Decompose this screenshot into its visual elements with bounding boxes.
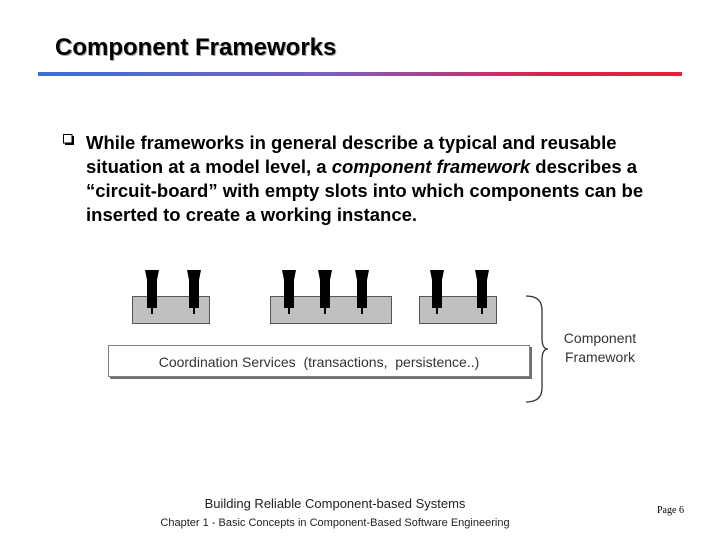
component-slot — [187, 270, 201, 314]
component-slot — [475, 270, 489, 314]
framework-label-line1: Component — [554, 329, 646, 348]
component-slot — [430, 270, 444, 314]
footer-chapter-title: Chapter 1 - Basic Concepts in Component-… — [160, 516, 510, 530]
right-brace-icon — [524, 294, 550, 404]
component-slot — [145, 270, 159, 314]
footer-book-title: Building Reliable Component-based System… — [160, 496, 510, 511]
component-slot — [282, 270, 296, 314]
page-number: Page 6 — [657, 505, 684, 516]
coordination-services-box: Coordination Services (transactions, per… — [108, 345, 530, 377]
component-slot — [318, 270, 332, 314]
component-slot — [355, 270, 369, 314]
component-framework-label: Component Framework — [554, 329, 646, 367]
framework-label-line2: Framework — [554, 348, 646, 367]
